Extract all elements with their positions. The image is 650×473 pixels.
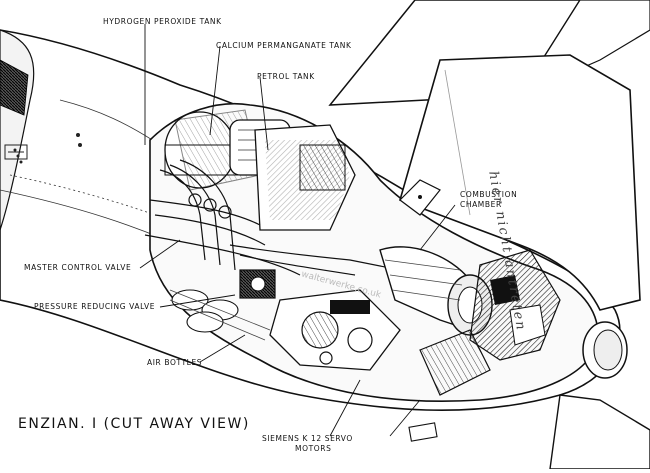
label-servo-motors-line1: SIEMENS K 12 SERVO	[262, 434, 353, 443]
master-control-valve-shape	[239, 269, 276, 299]
tail-nozzle	[582, 321, 628, 379]
piping	[144, 159, 401, 276]
wing-fitting	[399, 179, 441, 216]
diagram-caption: ENZIAN. I (CUT AWAY VIEW)	[18, 416, 250, 432]
lower-wing	[549, 394, 650, 470]
label-hydrogen-peroxide-tank: HYDROGEN PEROXIDE TANK	[103, 17, 222, 26]
label-servo-motors-line2: MOTORS	[295, 444, 332, 453]
leader-lines	[139, 24, 456, 437]
air-bottles-shape	[169, 289, 271, 341]
right-wing	[399, 54, 641, 311]
label-calcium-permanganate-tank: CALCIUM PERMANGANATE TANK	[216, 41, 352, 50]
label-master-control-valve: MASTER CONTROL VALVE	[24, 263, 132, 272]
servo-motors-shape	[269, 289, 401, 371]
label-combustion-chamber-line2: CHAMBER	[460, 200, 502, 209]
internal-structure	[419, 249, 561, 396]
label-pressure-reducing-valve: PRESSURE REDUCING VALVE	[34, 302, 156, 311]
label-petrol-tank: PETROL TANK	[257, 72, 315, 81]
label-combustion-chamber-line1: COMBUSTION	[460, 190, 518, 199]
lower-hatch	[408, 422, 438, 442]
petrol-tank-shape	[254, 124, 356, 231]
label-air-bottles: AIR BOTTLES	[147, 358, 203, 367]
